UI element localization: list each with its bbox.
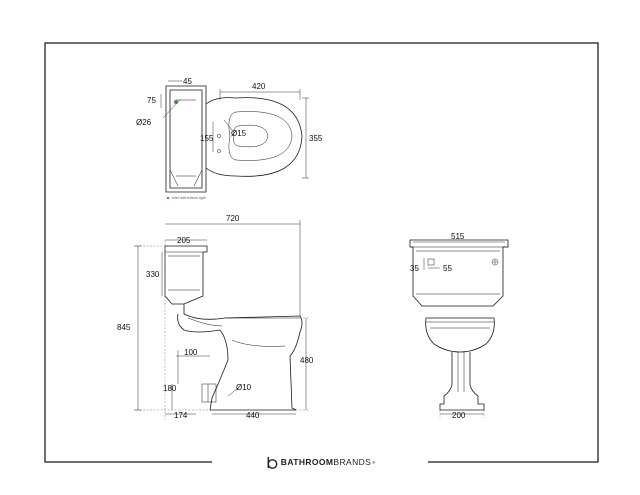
dim-front-pedestal-width: 200 bbox=[452, 411, 466, 420]
brand-b-icon bbox=[267, 456, 278, 469]
brand-name: BATHROOMBRANDS bbox=[281, 457, 371, 467]
side-cistern-outline bbox=[164, 245, 208, 305]
dim-plan-cistern-offset: 75 bbox=[147, 96, 156, 105]
dim-front-inlet-offset: 55 bbox=[443, 264, 452, 273]
dim-side-overall-length: 720 bbox=[226, 214, 240, 223]
brand-name-light: BRANDS bbox=[333, 457, 372, 467]
dim-plan-fixing-offset: 155 bbox=[200, 134, 214, 143]
dim-side-wall-to-outlet: 174 bbox=[174, 411, 188, 420]
dim-side-outlet-to-floor: 180 bbox=[163, 384, 177, 393]
brand-name-bold: BATHROOM bbox=[280, 457, 334, 467]
dim-plan-cistern-depth: 45 bbox=[183, 77, 192, 86]
front-bowl-outline bbox=[425, 317, 495, 353]
brand-registered-mark: ® bbox=[372, 459, 376, 465]
dim-side-outlet-height: 100 bbox=[184, 348, 198, 357]
dim-plan-bowl-width: 420 bbox=[252, 82, 266, 91]
dim-side-overall-height: 845 bbox=[117, 323, 131, 332]
front-flush-lever bbox=[491, 258, 499, 266]
front-pedestal-outline bbox=[439, 352, 485, 411]
dim-front-inlet-height: 35 bbox=[410, 264, 419, 273]
dim-plan-inlet-diameter: Ø26 bbox=[136, 118, 152, 127]
dim-side-floor-fix-diameter: Ø10 bbox=[236, 383, 252, 392]
front-cistern-outline bbox=[409, 239, 509, 307]
dim-side-bowl-height: 480 bbox=[300, 356, 314, 365]
dim-side-foot-length: 440 bbox=[246, 411, 260, 420]
side-view: 720 205 330 845 100 180 480 174 440 Ø10 bbox=[117, 214, 314, 420]
dim-side-cistern-height: 330 bbox=[146, 270, 160, 279]
dim-plan-bowl-depth: 355 bbox=[309, 134, 323, 143]
drawing-frame bbox=[44, 42, 599, 463]
dim-side-cistern-depth: 205 bbox=[177, 236, 191, 245]
dim-plan-fixing-diameter: Ø15 bbox=[231, 129, 247, 138]
plan-view: 45 75 Ø26 420 355 155 Ø15 Inlet hole bot… bbox=[136, 77, 323, 200]
plan-note-inlet: Inlet hole bottom right bbox=[172, 196, 206, 200]
brand-logo-bar: BATHROOMBRANDS® bbox=[212, 453, 428, 471]
front-view: 515 35 55 200 bbox=[409, 232, 509, 420]
inlet-hole-marker bbox=[174, 100, 178, 104]
side-bowl-outline bbox=[177, 304, 303, 411]
plan-cistern-outline bbox=[165, 85, 207, 193]
dim-front-cistern-width: 515 bbox=[451, 232, 465, 241]
plan-bowl-outline bbox=[205, 97, 303, 177]
